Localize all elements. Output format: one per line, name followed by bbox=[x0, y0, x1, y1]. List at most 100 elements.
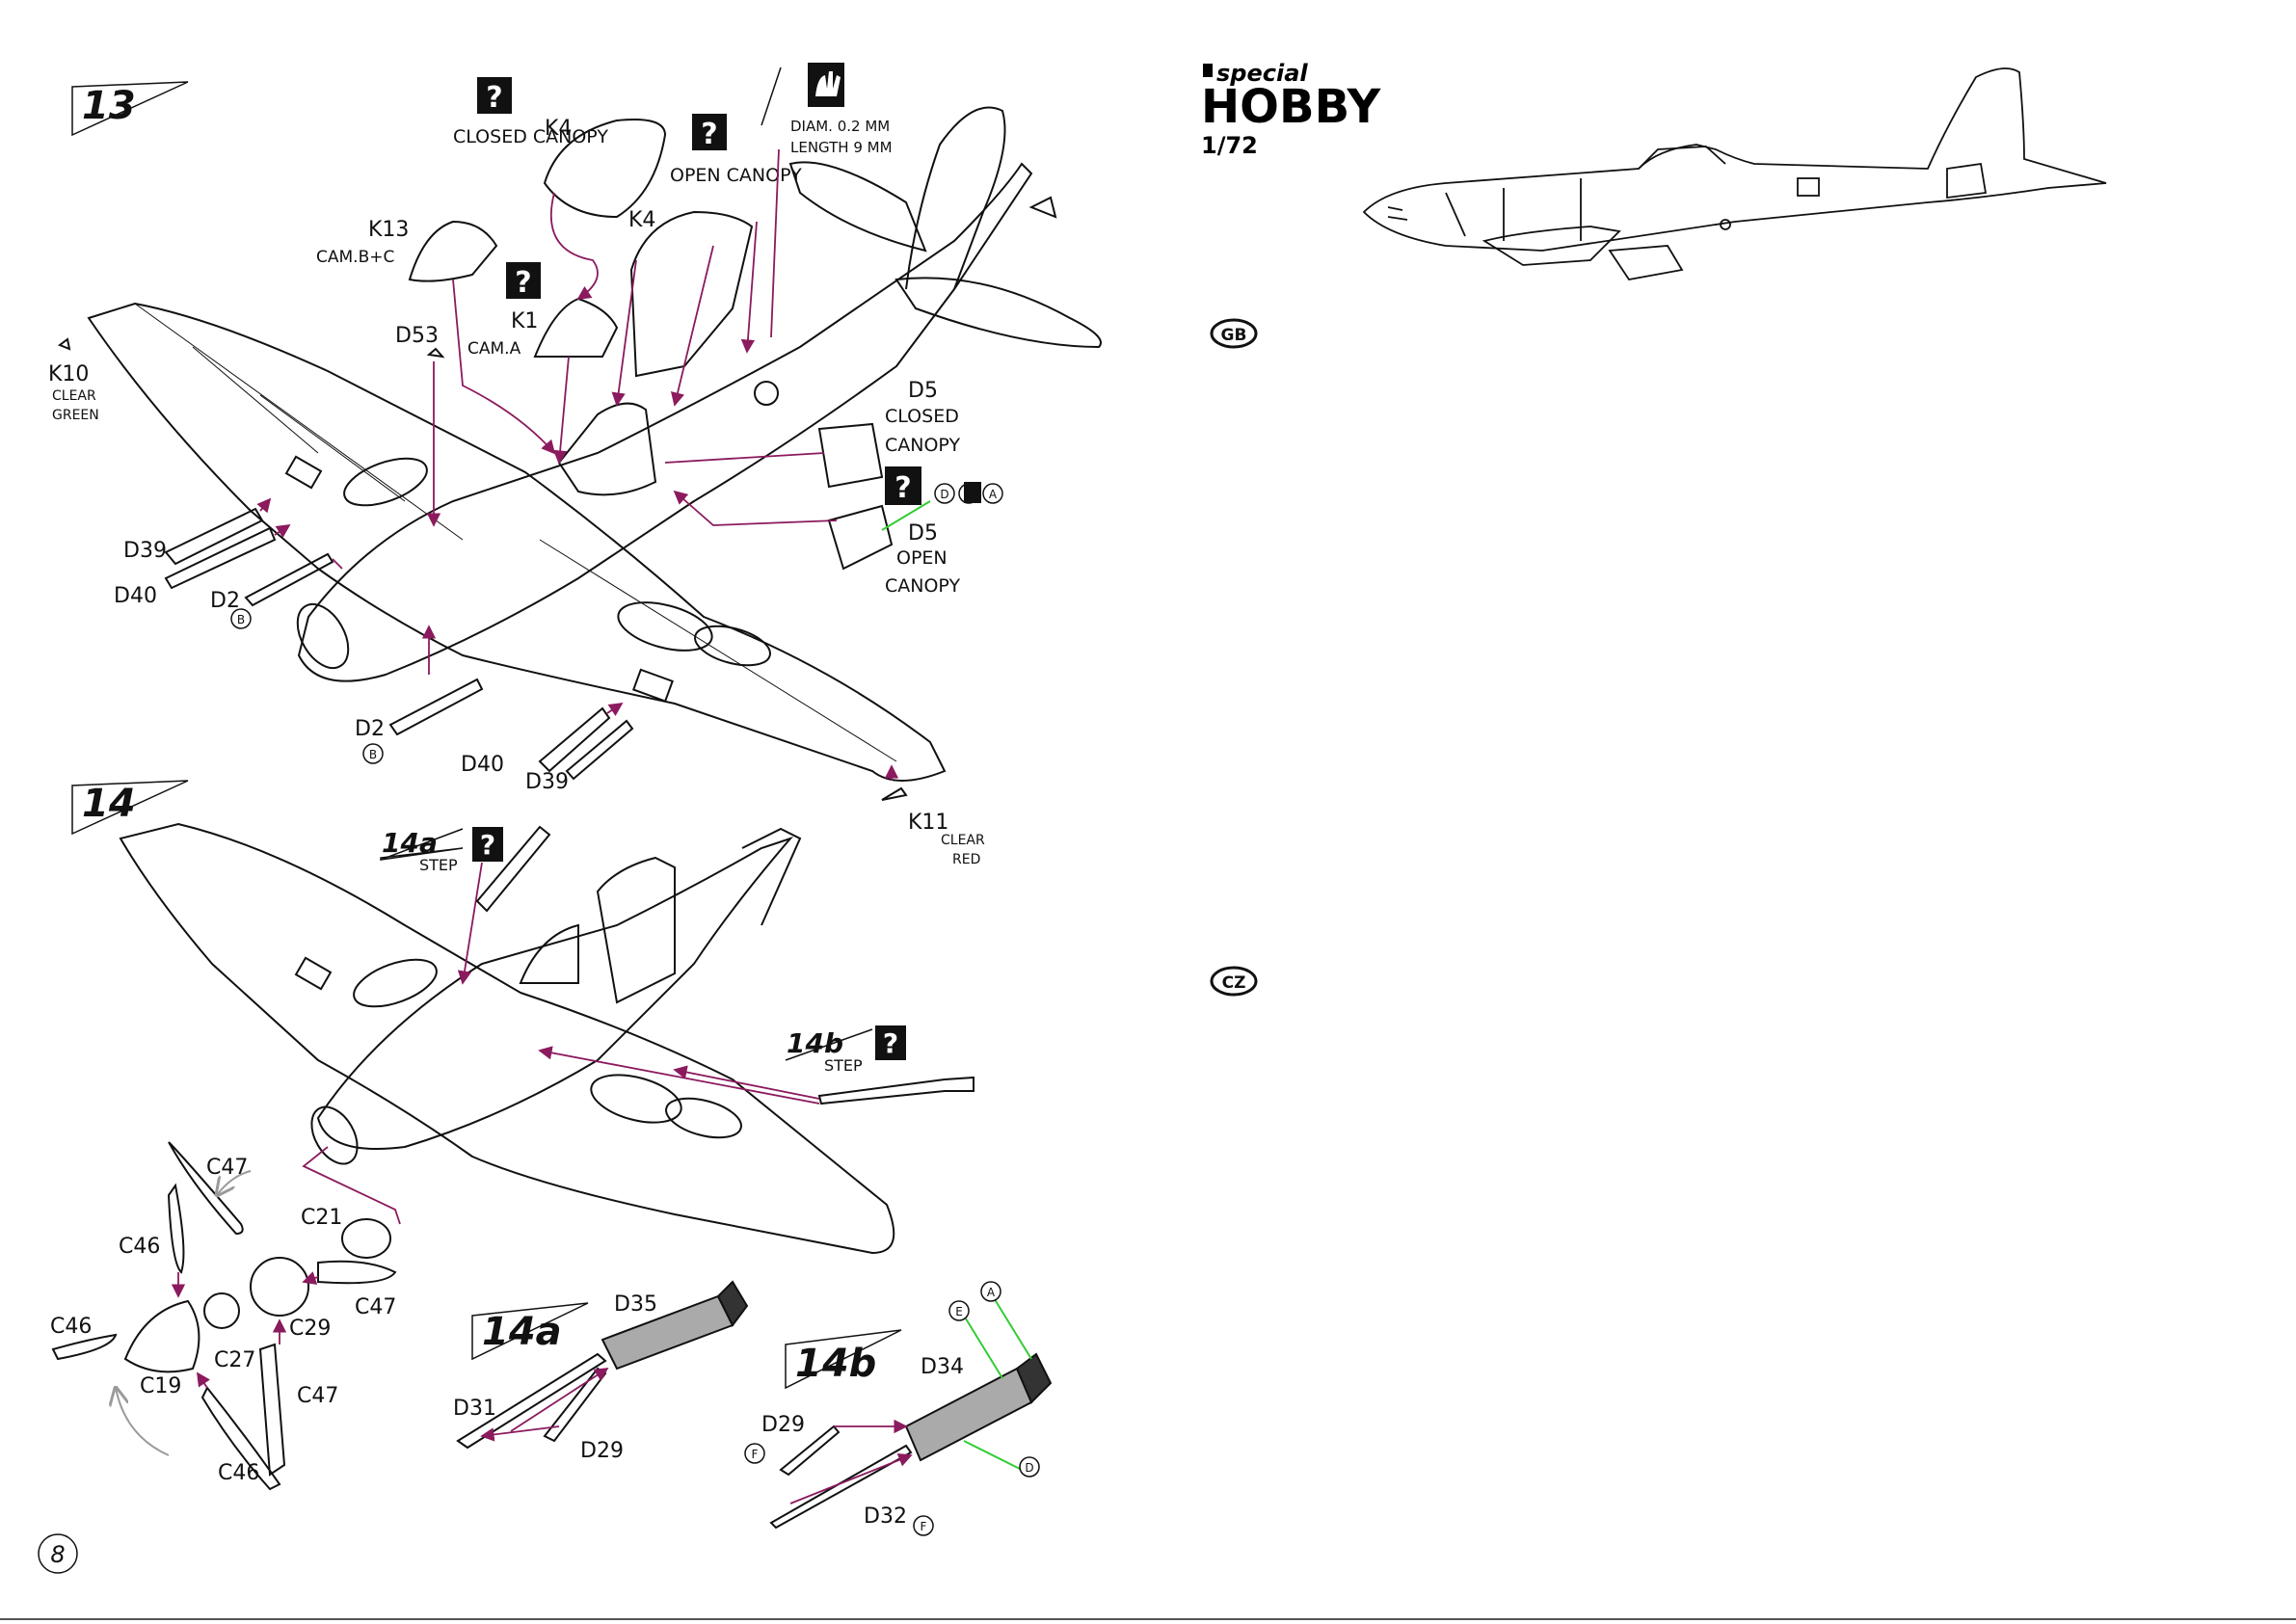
svg-text:?: ? bbox=[480, 829, 495, 861]
paint-code-e: E bbox=[948, 1300, 970, 1321]
d31-label: D31 bbox=[453, 1397, 496, 1421]
k4-open-canopy-part bbox=[629, 210, 754, 378]
diam-label: DIAM. 0.2 MM bbox=[790, 118, 890, 135]
svg-text:F: F bbox=[752, 1448, 759, 1461]
language-badge-cz: CZ bbox=[1210, 966, 1258, 997]
c21-label: C21 bbox=[301, 1206, 342, 1230]
step-14a-block: 14a D35 D31 D29 bbox=[453, 1280, 749, 1463]
question-icon: ? bbox=[875, 1025, 906, 1060]
d2-label-a: D2 bbox=[210, 589, 240, 613]
paint-code-d: D bbox=[934, 483, 955, 504]
step-14a-number: 14a bbox=[482, 1310, 562, 1354]
c47-blade-c bbox=[258, 1343, 286, 1477]
k11-label: K11 bbox=[908, 811, 948, 835]
k10-note-1: CLEAR bbox=[52, 388, 96, 404]
d5-closed-part bbox=[817, 422, 884, 489]
k11-part bbox=[881, 786, 908, 801]
step-14b-green-leaders bbox=[963, 1295, 1032, 1471]
step-14-leaders bbox=[171, 862, 820, 1389]
k10-label: K10 bbox=[48, 362, 89, 386]
d35-part bbox=[601, 1280, 749, 1371]
svg-text:?: ? bbox=[883, 1027, 898, 1059]
k11-note-2: RED bbox=[952, 852, 980, 867]
step-14b-leaders bbox=[789, 1419, 913, 1504]
paint-code-d2: D bbox=[1019, 1456, 1040, 1478]
step-13-number: 13 bbox=[82, 84, 136, 128]
svg-text:B: B bbox=[369, 748, 377, 761]
step-14a-badge: 14a bbox=[471, 1302, 589, 1361]
aircraft-side-profile bbox=[1362, 67, 2107, 280]
d39-label-a: D39 bbox=[123, 539, 167, 563]
c47-label-b: C47 bbox=[355, 1295, 396, 1319]
k1-part bbox=[533, 297, 619, 358]
question-icon: ? bbox=[885, 466, 921, 505]
step-13-leaders bbox=[256, 148, 899, 781]
c46-label-a: C46 bbox=[119, 1235, 160, 1259]
c46-blade-c bbox=[200, 1386, 281, 1491]
d5-open-note-1: OPEN bbox=[896, 547, 948, 569]
c46-label-c: C46 bbox=[218, 1461, 259, 1485]
question-icon: ? bbox=[692, 114, 727, 151]
d31-part bbox=[456, 1352, 607, 1450]
step-14-number: 14 bbox=[82, 782, 136, 826]
svg-text:F: F bbox=[921, 1520, 927, 1533]
step-14b-block: 14b D34 D29 D32 E A F D F bbox=[744, 1281, 1053, 1536]
step-parts bbox=[475, 825, 974, 1105]
d34-label: D34 bbox=[921, 1355, 964, 1379]
brand-top: special bbox=[1216, 60, 1308, 87]
c29-label: C29 bbox=[289, 1317, 331, 1341]
c27-label: C27 bbox=[214, 1348, 255, 1372]
step-13-parts bbox=[57, 119, 908, 801]
sub-14a-step-note: STEP bbox=[419, 856, 458, 874]
rotate-arrow-bottom bbox=[116, 1388, 170, 1456]
closed-canopy-label: CLOSED CANOPY bbox=[453, 126, 608, 147]
rotate-arrow-top bbox=[217, 1170, 252, 1195]
c46-blade-b bbox=[51, 1333, 118, 1361]
c29-hub bbox=[250, 1257, 309, 1317]
sub-14a-badge: 14a STEP ? bbox=[380, 827, 503, 874]
d39-part-b bbox=[565, 719, 634, 781]
svg-text:?: ? bbox=[515, 266, 531, 300]
svg-text:?: ? bbox=[894, 471, 911, 505]
propeller-parts bbox=[51, 1141, 397, 1491]
d5-open-part bbox=[827, 504, 894, 571]
d32-part bbox=[769, 1444, 913, 1530]
step-14a-part bbox=[475, 825, 551, 913]
d5-closed-note-1: CLOSED bbox=[885, 406, 959, 427]
svg-text:8: 8 bbox=[50, 1541, 65, 1568]
svg-text:A: A bbox=[987, 1286, 996, 1299]
brand-logo: special HOBBY 1/72 bbox=[1201, 60, 1382, 159]
k1-label: K1 bbox=[511, 309, 538, 333]
aircraft-14-drawing bbox=[119, 822, 895, 1255]
c19-label: C19 bbox=[140, 1374, 181, 1398]
c27-part bbox=[203, 1292, 240, 1329]
c47-blade-b bbox=[317, 1260, 397, 1285]
k11-note-1: CLEAR bbox=[941, 833, 985, 848]
color-swatch bbox=[964, 482, 981, 503]
step-14b-number: 14b bbox=[795, 1342, 876, 1386]
d39-part-a bbox=[164, 507, 264, 566]
d40-part-a bbox=[164, 526, 277, 590]
d5-open-label: D5 bbox=[908, 521, 938, 546]
k4-label-b: K4 bbox=[628, 208, 655, 232]
language-badge-gb: GB bbox=[1210, 318, 1258, 349]
svg-text:CZ: CZ bbox=[1222, 973, 1246, 993]
step-14-block: 14 14a STEP ? 14b ST bbox=[50, 780, 974, 1491]
step-13-block: 13 ? CLOS bbox=[48, 63, 1102, 867]
d29-part-b bbox=[779, 1424, 841, 1477]
paint-code-b: B bbox=[230, 608, 252, 629]
svg-text:A: A bbox=[989, 488, 998, 501]
d53-label: D53 bbox=[395, 324, 439, 348]
hand-icon bbox=[808, 63, 844, 107]
c46-label-b: C46 bbox=[50, 1315, 92, 1339]
svg-text:B: B bbox=[237, 613, 245, 626]
brand-main: HOBBY bbox=[1201, 80, 1382, 134]
page-number: 8 bbox=[38, 1533, 78, 1574]
c19-spinner bbox=[123, 1299, 200, 1373]
d2-part-a bbox=[244, 552, 334, 607]
sub-14b-badge: 14b STEP ? bbox=[785, 1025, 906, 1075]
svg-text:14b: 14b bbox=[787, 1027, 843, 1059]
svg-text:?: ? bbox=[486, 81, 502, 115]
d40-label-b: D40 bbox=[461, 753, 504, 777]
